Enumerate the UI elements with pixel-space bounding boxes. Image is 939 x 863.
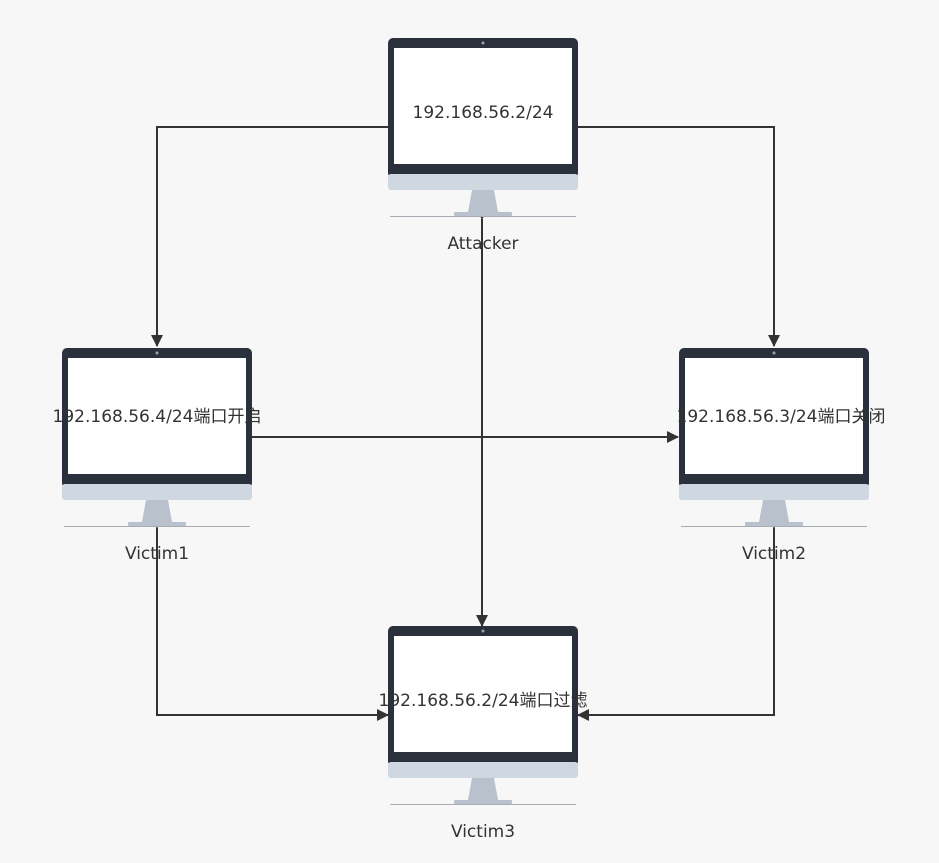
monitor-icon: [388, 38, 578, 217]
monitor-icon: [62, 348, 252, 527]
victim3-caption: Victim3: [451, 822, 515, 842]
edge-victim1-victim3: [151, 517, 389, 721]
node-victim1[interactable]: 192.168.56.4/24端口开启 Victim1: [53, 348, 262, 564]
edge-attacker-victim1: [151, 121, 399, 347]
attacker-ip-label: 192.168.56.2/24: [413, 103, 554, 123]
edge-attacker-victim2: [567, 121, 780, 347]
monitor-icon: [388, 626, 578, 805]
victim1-caption: Victim1: [125, 544, 189, 564]
connectors: [151, 121, 780, 721]
node-attacker[interactable]: 192.168.56.2/24 Attacker: [388, 38, 578, 254]
victim2-ip-label: 192.168.56.3/24端口关闭: [677, 407, 886, 427]
node-victim2[interactable]: 192.168.56.3/24端口关闭 Victim2: [677, 348, 886, 564]
node-victim3[interactable]: 192.168.56.2/24端口过滤 Victim3: [379, 626, 588, 842]
attacker-caption: Attacker: [447, 234, 518, 254]
victim3-ip-label: 192.168.56.2/24端口过滤: [379, 691, 588, 711]
victim2-caption: Victim2: [742, 544, 806, 564]
edge-victim2-victim3: [577, 517, 780, 721]
victim1-ip-label: 192.168.56.4/24端口开启: [53, 407, 262, 427]
monitor-icon: [679, 348, 869, 527]
